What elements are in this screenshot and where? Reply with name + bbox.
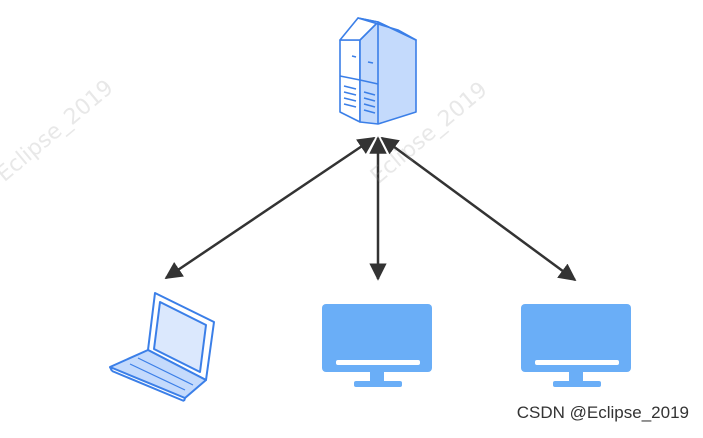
credit-label: CSDN @Eclipse_2019 [516,403,689,422]
monitor-icon [322,304,432,387]
arrow-server-laptop [164,136,376,280]
arrow-server-monitor-right [380,136,577,282]
server-icon [339,17,417,125]
laptop-icon [109,292,215,402]
monitor-icon [521,304,631,387]
